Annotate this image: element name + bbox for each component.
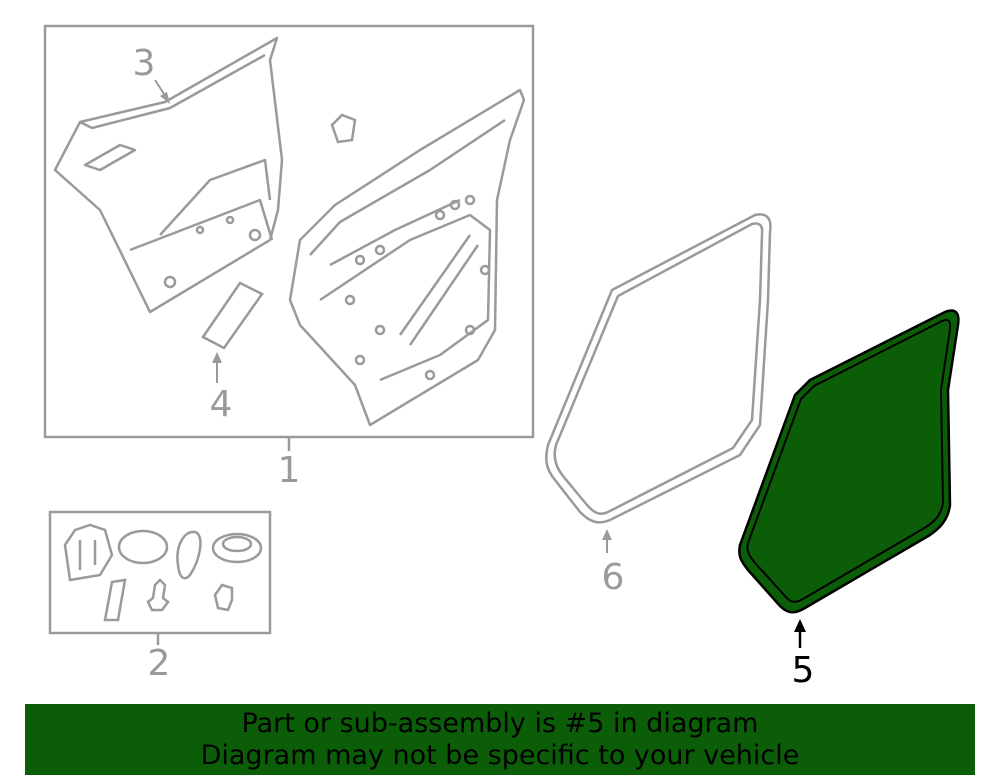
leader-6-arrow: [602, 529, 612, 540]
outer-panel-drawing: [53, 36, 284, 314]
door-seal-drawing: [545, 213, 772, 524]
banner-line-1: Part or sub-assembly is #5 in diagram: [241, 708, 759, 739]
leader-4-arrow: [212, 352, 222, 363]
weatherstrip-drawing: [738, 309, 960, 614]
leader-3-arrow: [160, 92, 170, 104]
leader-5-arrow: [794, 619, 806, 632]
inner-frame-drawing: [288, 88, 526, 427]
hardware-kit-box: [48, 510, 272, 635]
callout-3: 3: [133, 43, 156, 84]
clip-drawing: [330, 113, 357, 144]
banner-line-2: Diagram may not be specific to your vehi…: [200, 740, 800, 771]
callout-2: 2: [148, 643, 171, 684]
callout-6: 6: [602, 557, 625, 598]
insulator-drawing: [201, 281, 264, 350]
hardware-kit-drawing: [63, 523, 263, 622]
notice-banner: Part or sub-assembly is #5 in diagram Di…: [25, 704, 975, 775]
callout-4: 4: [210, 384, 233, 425]
callout-1: 1: [278, 450, 301, 491]
callout-5: 5: [792, 650, 815, 691]
